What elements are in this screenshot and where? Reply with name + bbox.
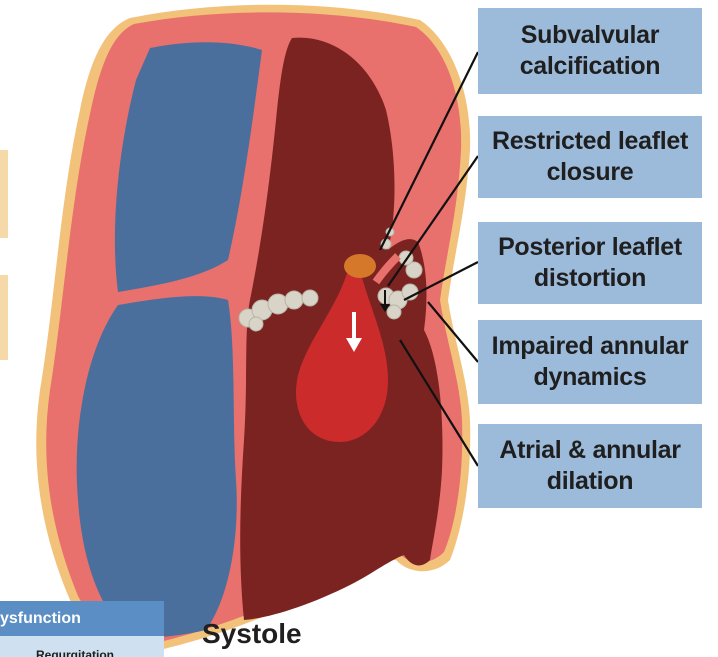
label-line: Subvalvular [520, 20, 661, 51]
right-ventricle [77, 296, 237, 637]
label-line: Impaired annular [492, 331, 689, 362]
label-line: calcification [520, 51, 661, 82]
phase-title: Systole [202, 618, 302, 650]
left-panel-tab-upper [0, 150, 8, 238]
legend-row: Regurgitation [0, 636, 164, 657]
label-line: dynamics [492, 362, 689, 393]
label-line: Atrial & annular [499, 435, 680, 466]
dysfunction-legend-panel: ysfunction Regurgitation [0, 601, 164, 657]
legend-row-label: Regurgitation [36, 648, 114, 657]
jet-origin [344, 254, 376, 278]
label-line: Posterior leaflet [498, 232, 682, 263]
label-line: closure [492, 157, 688, 188]
label-line: Restricted leaflet [492, 126, 688, 157]
label-line: dilation [499, 466, 680, 497]
legend-header: ysfunction [0, 601, 164, 636]
left-panel-tab-lower [0, 275, 8, 360]
label-line: distortion [498, 263, 682, 294]
